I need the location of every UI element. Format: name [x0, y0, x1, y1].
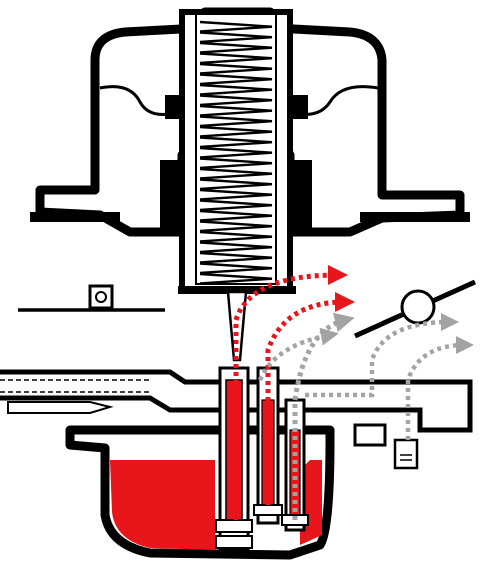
fuel-reservoir — [110, 460, 215, 550]
spring-coil — [199, 115, 273, 128]
choke-lever — [18, 284, 165, 312]
piston-spring — [179, 9, 293, 293]
spring-coil — [199, 52, 273, 65]
spring-coil — [199, 136, 273, 149]
spring-coil — [199, 272, 273, 285]
piston-body — [160, 95, 312, 294]
spring-coil — [199, 62, 273, 75]
spring-coil — [199, 220, 273, 233]
spring-coil — [199, 199, 273, 212]
spring-coil — [199, 146, 273, 159]
spring-coil — [199, 125, 273, 138]
flow-pilot-circuit — [257, 312, 355, 520]
spring-coil — [199, 209, 273, 222]
spring-coil — [199, 178, 273, 191]
spring-coil — [199, 262, 273, 275]
spring-coil — [199, 251, 273, 264]
spring-coil — [199, 167, 273, 180]
idle-screw — [353, 423, 419, 470]
spring-coil — [199, 31, 273, 44]
spring-coil — [199, 188, 273, 201]
flow-main-circuit — [233, 265, 348, 520]
spring-coil — [199, 94, 273, 107]
spring-coil — [199, 73, 273, 86]
spring-coil — [199, 241, 273, 254]
flow-idle-circuit — [305, 313, 474, 440]
spring-coil — [199, 230, 273, 243]
spring-coil — [199, 104, 273, 117]
spring-coil — [199, 41, 273, 54]
throttle-plate — [353, 279, 477, 339]
spring-coil — [199, 20, 273, 33]
spring-coil — [199, 83, 273, 96]
spring-coil — [199, 157, 273, 170]
main-jet — [215, 366, 253, 552]
